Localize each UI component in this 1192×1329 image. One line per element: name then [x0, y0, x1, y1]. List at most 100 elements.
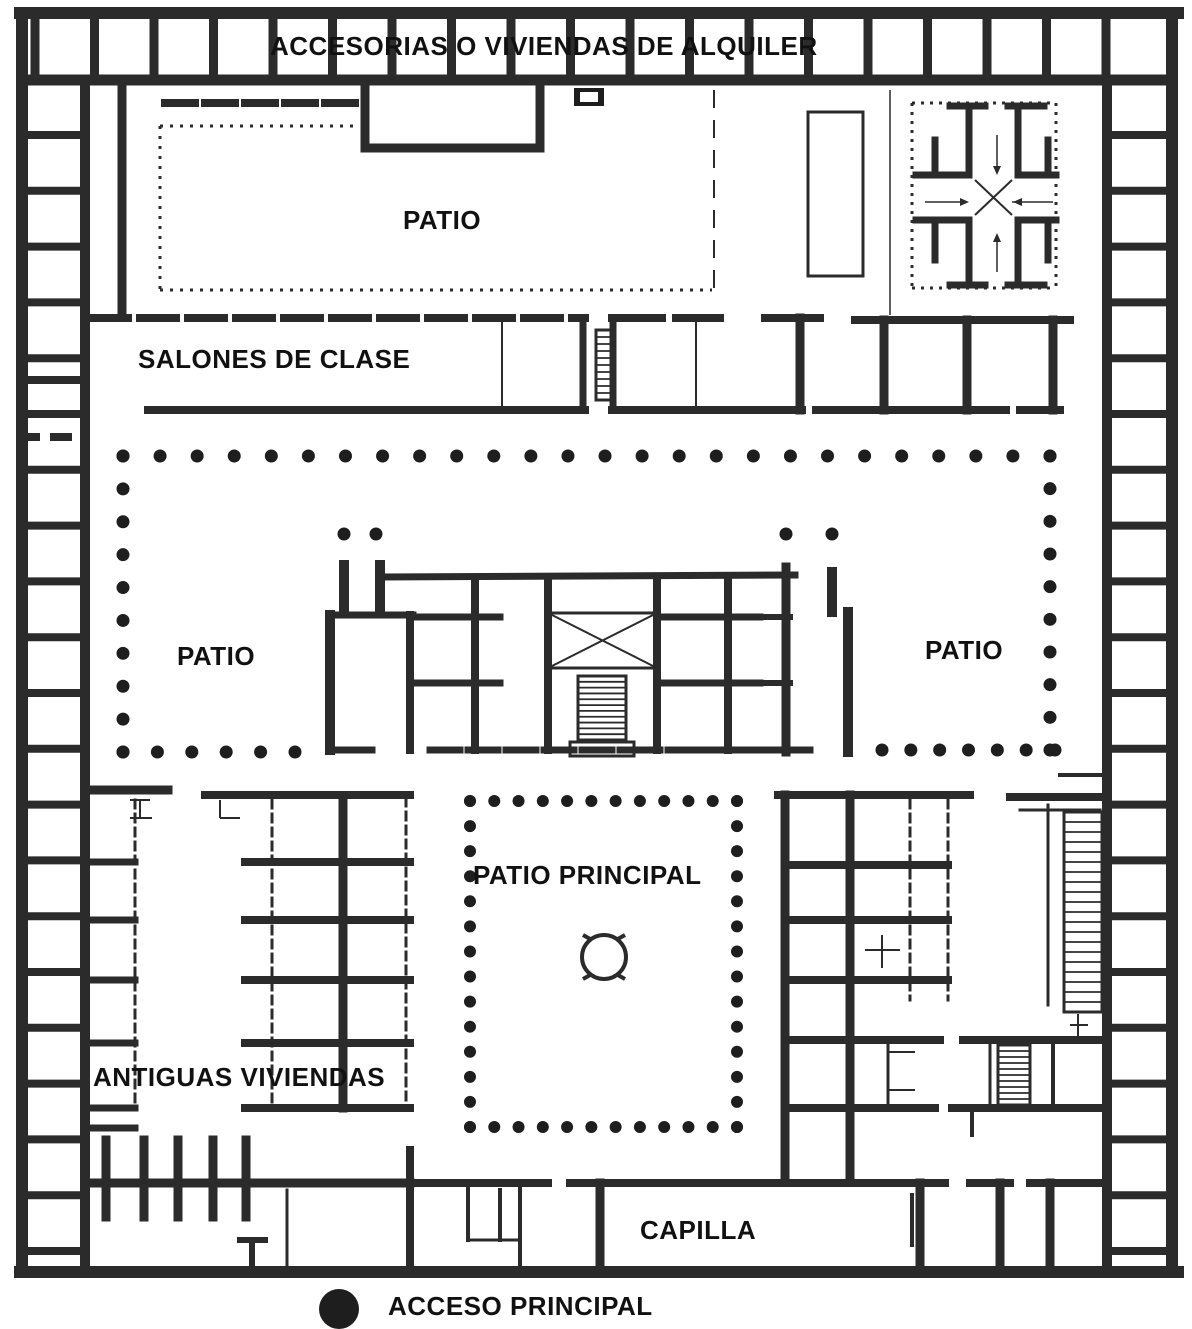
column	[288, 745, 302, 759]
column	[116, 581, 130, 595]
column	[731, 1095, 743, 1108]
column	[682, 1121, 695, 1133]
label-old-dwellings: ANTIGUAS VIVIENDAS	[93, 1062, 386, 1092]
fountain-base	[582, 933, 626, 981]
column	[413, 449, 427, 463]
column	[536, 795, 549, 807]
column	[904, 743, 918, 757]
column	[731, 970, 743, 983]
column	[731, 1020, 743, 1033]
column	[116, 515, 130, 529]
column	[464, 1020, 476, 1033]
column	[672, 449, 686, 463]
well-opening	[580, 92, 598, 102]
walls	[14, 7, 1184, 1278]
column	[731, 995, 743, 1008]
arrow-left-icon	[1013, 198, 1022, 206]
column	[1043, 482, 1057, 496]
column	[185, 745, 199, 759]
column	[464, 995, 476, 1008]
central-stairs	[576, 674, 628, 742]
column	[1043, 449, 1057, 463]
column	[962, 743, 975, 757]
column	[487, 449, 501, 463]
column	[706, 1121, 719, 1133]
column	[932, 449, 946, 463]
label-classrooms: SALONES DE CLASE	[138, 344, 411, 374]
column	[464, 845, 476, 858]
basin	[806, 110, 865, 278]
column	[536, 1121, 549, 1133]
features	[568, 88, 1104, 1107]
column	[561, 449, 575, 463]
column	[153, 449, 167, 463]
access-marker-icon	[319, 1289, 359, 1329]
column	[219, 745, 233, 759]
column	[1043, 612, 1057, 626]
column	[464, 945, 476, 958]
column	[1043, 645, 1057, 659]
column	[116, 482, 130, 496]
column	[376, 449, 390, 463]
column	[731, 895, 743, 908]
column	[635, 449, 649, 463]
column	[116, 646, 130, 660]
column	[731, 795, 743, 807]
column	[1019, 743, 1033, 757]
column	[116, 679, 130, 693]
column	[464, 870, 476, 883]
label-patio-north: PATIO	[403, 205, 482, 235]
column	[464, 895, 476, 908]
column	[488, 1121, 501, 1133]
column	[116, 613, 130, 627]
column	[779, 527, 793, 541]
column	[464, 1121, 476, 1133]
column	[512, 795, 525, 807]
column	[512, 1121, 525, 1133]
column	[933, 743, 947, 757]
arrow-up-icon	[993, 233, 1001, 242]
column	[1043, 710, 1057, 724]
column	[633, 1121, 646, 1133]
column	[990, 743, 1004, 757]
column	[464, 1070, 476, 1083]
column	[706, 795, 719, 807]
column	[369, 527, 383, 541]
wall	[376, 571, 799, 581]
column	[825, 527, 839, 541]
column	[488, 795, 501, 807]
column	[190, 449, 204, 463]
column	[150, 745, 164, 759]
fine-lines	[130, 90, 1088, 1242]
column	[464, 1095, 476, 1108]
column	[116, 548, 130, 562]
column	[731, 945, 743, 958]
column	[858, 449, 872, 463]
column	[875, 743, 889, 757]
stairwell-void	[548, 611, 657, 670]
fountain-icon	[580, 933, 628, 981]
column	[746, 449, 760, 463]
column	[895, 449, 909, 463]
thin-line	[974, 179, 1013, 216]
column	[116, 712, 130, 726]
label-main-patio: PATIO PRINCIPAL	[473, 860, 702, 890]
column	[464, 820, 476, 833]
column	[561, 1121, 574, 1133]
column	[682, 795, 695, 807]
column	[1043, 547, 1057, 561]
column	[337, 527, 351, 541]
column	[464, 970, 476, 983]
column	[264, 449, 278, 463]
column	[227, 449, 241, 463]
column	[1043, 514, 1057, 528]
column	[585, 795, 598, 807]
legend-access-label: ACCESO PRINCIPAL	[388, 1291, 653, 1321]
column	[254, 745, 268, 759]
column	[731, 1121, 743, 1133]
column	[524, 449, 538, 463]
label-rental-units: ACCESORIAS O VIVIENDAS DE ALQUILER	[270, 31, 818, 61]
column	[1043, 678, 1057, 692]
column	[731, 1070, 743, 1083]
